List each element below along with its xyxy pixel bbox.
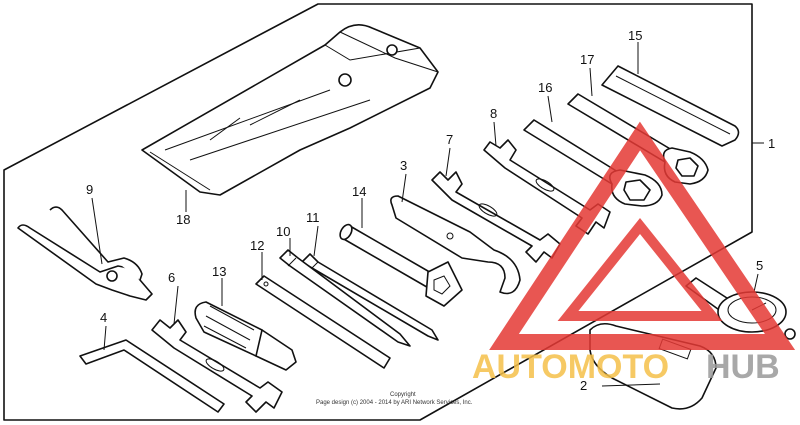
callout-5: 5: [756, 258, 763, 273]
watermark-triangle-inner: [557, 217, 723, 321]
callout-4: 4: [100, 310, 107, 325]
callout-3: 3: [400, 158, 407, 173]
callout-15: 15: [628, 28, 642, 43]
callout-11: 11: [306, 210, 320, 225]
watermark-triangle-outer: [489, 121, 796, 350]
callout-7: 7: [446, 132, 453, 147]
callout-16: 16: [538, 80, 552, 95]
callout-labels: 1 2 3 4 5 6 7 8 9 10 11 12 13 14 15 16 1…: [86, 28, 775, 393]
pliers: [17, 206, 153, 301]
handle-rod: [255, 275, 391, 369]
callout-18: 18: [176, 212, 190, 227]
pin-spanner: [390, 195, 521, 295]
leader-lines: [91, 42, 764, 387]
callout-8: 8: [490, 106, 497, 121]
watermark-word-a: AUTOMOTO: [472, 348, 669, 386]
callout-9: 9: [86, 182, 93, 197]
copyright-line-1: Copyright: [390, 392, 416, 398]
callout-2: 2: [580, 378, 587, 393]
callout-12: 12: [250, 238, 264, 253]
automotohub-watermark: AUTOMOTO HUB: [472, 121, 796, 386]
tool-bag: [141, 24, 439, 196]
screwdriver-handle: [194, 301, 297, 371]
callout-1: 1: [768, 136, 775, 151]
tool-kit-border: [3, 3, 753, 421]
copyright-line-2: Page design (c) 2004 - 2014 by ARI Netwo…: [316, 400, 473, 406]
box-wrench-alt: [523, 119, 663, 207]
callout-13: 13: [212, 264, 226, 279]
callout-17: 17: [580, 52, 594, 67]
callout-14: 14: [352, 184, 366, 199]
plug-wrench: [339, 223, 463, 307]
watermark-word-b: HUB: [706, 348, 780, 386]
copyright-notice: Copyright Page design (c) 2004 - 2014 by…: [316, 392, 473, 406]
hex-key: [79, 339, 225, 413]
open-end-wrench-7: [431, 171, 561, 263]
tube: [601, 65, 740, 147]
callout-10: 10: [276, 224, 290, 239]
callout-6: 6: [168, 270, 175, 285]
